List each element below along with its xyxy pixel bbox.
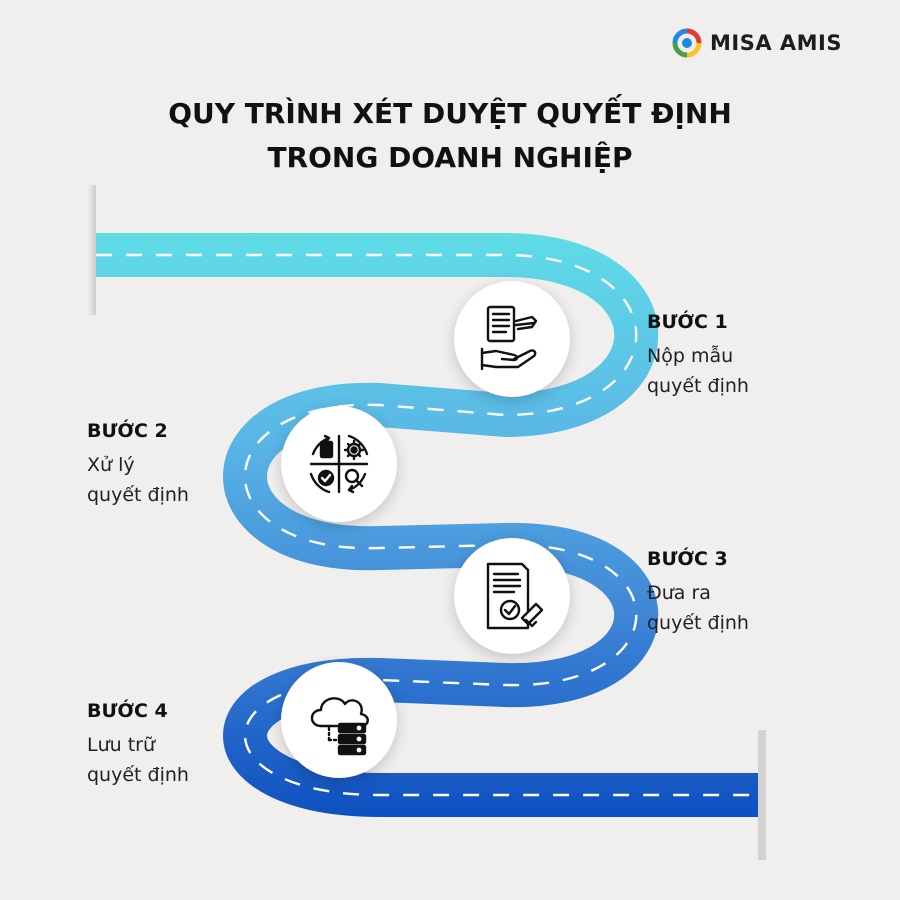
step-3-title: BƯỚC 3	[647, 548, 728, 570]
page-title: QUY TRÌNH XÉT DUYỆT QUYẾT ĐỊNH TRONG DOA…	[0, 92, 900, 180]
step-1: BƯỚC 1 Nộp mẫu quyết định	[647, 311, 749, 401]
step-4-title: BƯỚC 4	[87, 700, 168, 722]
step-4-desc-line-2: quyết định	[87, 764, 189, 786]
step-1-icon-circle	[454, 281, 570, 397]
approved-document-icon	[486, 562, 544, 630]
step-3-desc-line-2: quyết định	[647, 612, 749, 634]
title-line-2: TRONG DOANH NGHIỆP	[267, 141, 633, 174]
step-2-title: BƯỚC 2	[87, 420, 168, 442]
process-cycle-icon	[309, 434, 369, 494]
step-2-desc-line-2: quyết định	[87, 484, 189, 506]
lane-markings	[96, 253, 758, 797]
cloud-server-icon	[310, 697, 369, 756]
step-3-desc-line-1: Đưa ra	[647, 582, 711, 604]
step-1-desc: Nộp mẫu quyết định	[647, 341, 749, 401]
document-hand-icon	[480, 305, 538, 371]
step-1-desc-line-2: quyết định	[647, 375, 749, 397]
step-3: BƯỚC 3 Đưa ra quyết định	[647, 548, 749, 638]
step-1-desc-line-1: Nộp mẫu	[647, 345, 734, 367]
step-2: BƯỚC 2 Xử lý quyết định	[87, 420, 189, 510]
step-4-desc-line-1: Lưu trữ	[87, 734, 156, 756]
step-3-icon-circle	[454, 538, 570, 654]
road-end-edge	[758, 730, 766, 860]
brand-logo: MISA AMIS	[672, 28, 842, 58]
step-3-desc: Đưa ra quyết định	[647, 578, 749, 638]
step-4-desc: Lưu trữ quyết định	[87, 730, 189, 790]
step-1-title: BƯỚC 1	[647, 311, 728, 333]
step-4: BƯỚC 4 Lưu trữ quyết định	[87, 700, 189, 790]
step-2-desc-line-1: Xử lý	[87, 454, 135, 476]
title-line-1: QUY TRÌNH XÉT DUYỆT QUYẾT ĐỊNH	[168, 97, 732, 130]
step-2-desc: Xử lý quyết định	[87, 450, 189, 510]
step-4-icon-circle	[281, 662, 397, 778]
road-start-edge	[88, 185, 96, 315]
misa-logo-icon	[672, 28, 702, 58]
brand-name: MISA AMIS	[710, 31, 842, 55]
step-2-icon-circle	[281, 406, 397, 522]
